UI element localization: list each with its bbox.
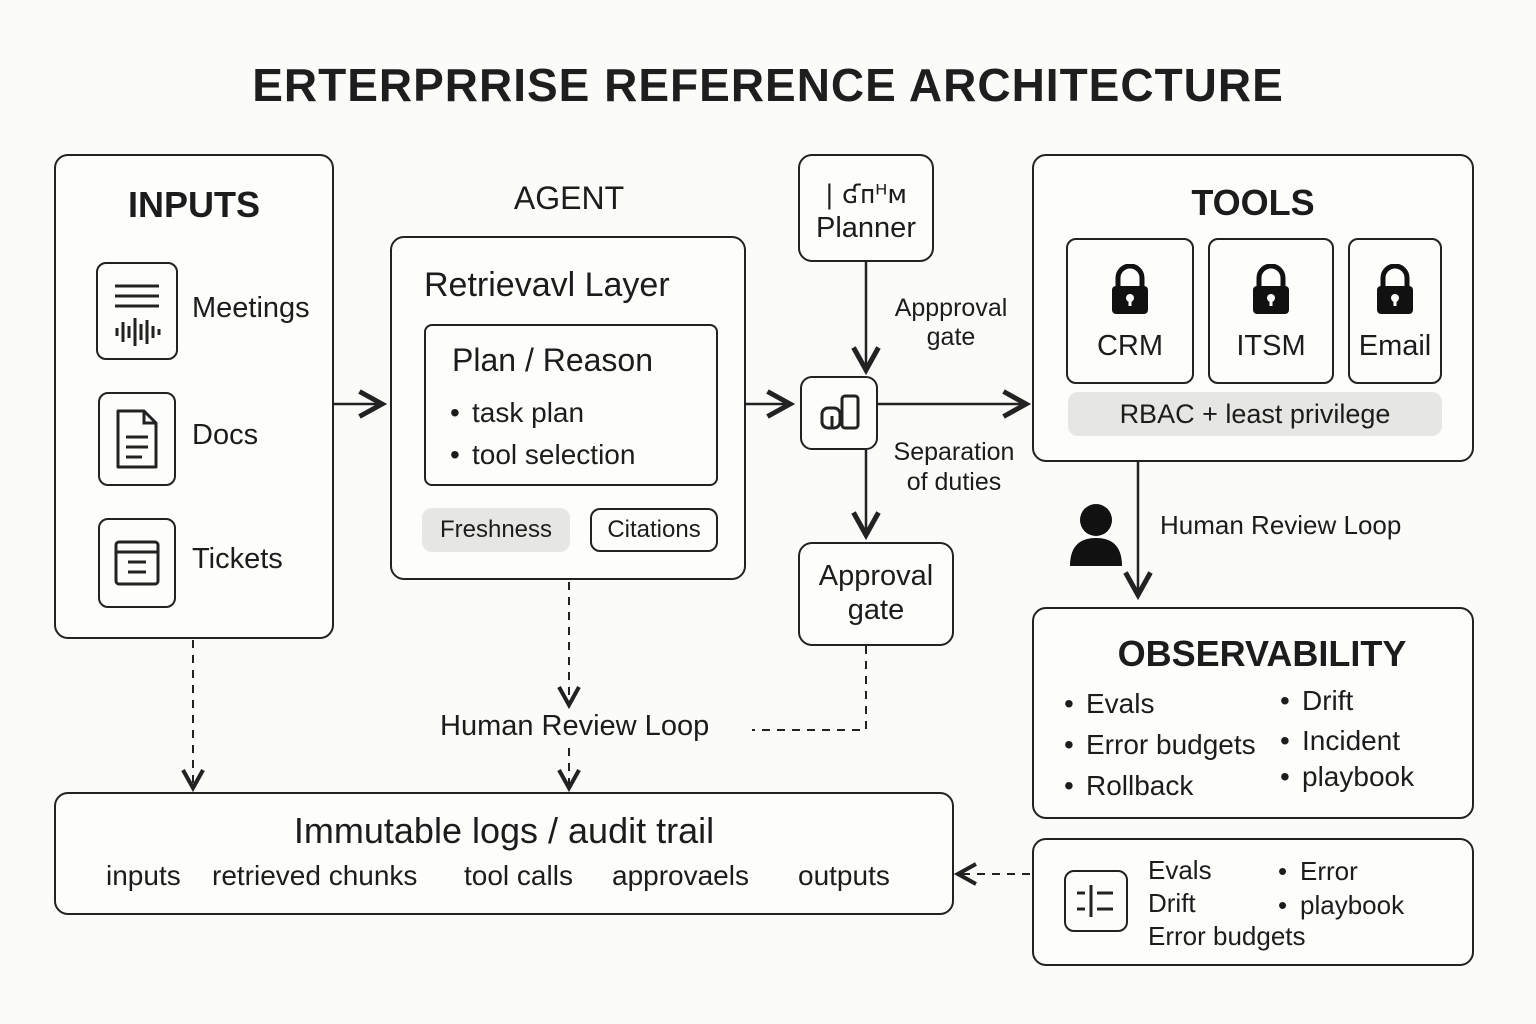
planner-glyphs: | ʛᴨᴴᴍ [824,180,908,210]
tool-crm-label: CRM [1096,330,1164,362]
tool-itsm-label: ITSM [1236,330,1306,362]
planner-box[interactable]: | ʛᴨᴴᴍ Planner [798,154,934,262]
observability-bullet: Error budgets [1064,724,1256,765]
approval-gate-line2: gate [926,323,976,351]
tickets-tile[interactable] [98,518,176,608]
dashboard-line: Error budgets [1148,921,1306,951]
meetings-tile[interactable] [96,262,178,360]
planner-label: Planner [816,212,916,244]
audit-column-inputs: inputs [106,860,181,891]
approval-gate-label-top: Appproval gate [884,294,1018,352]
tool-email[interactable]: Email [1348,238,1442,384]
observability-bullet: Incident [1280,723,1414,759]
rbac-badge: RBAC + least privilege [1068,392,1442,436]
dashboard-tile[interactable] [1064,870,1128,932]
observability-left-bullets: Evals Error budgets Rollback [1064,683,1256,806]
observability-panel: OBSERVABILITY Evals Error budgets Rollba… [1032,607,1474,819]
citations-chip[interactable]: Citations [590,508,718,552]
inputs-panel: INPUTS Meetings Docs [54,154,334,639]
gate-switch-icon [820,394,860,430]
dashboard-panel: Evals Drift Error budgets Error playbook [1032,838,1474,966]
plan-reason-box: Plan / Reason task plan tool selection [424,324,718,486]
agent-heading: AGENT [513,180,625,216]
approval-gate-box[interactable]: Approval gate [798,542,954,646]
audit-trail-panel: Immutable logs / audit trail inputs retr… [54,792,954,915]
dashboard-left-text: Evals Drift Error budgets [1148,854,1306,953]
plan-bullet: task plan [450,392,635,434]
dashboard-right-bullets: Error playbook [1278,854,1404,922]
observability-bullet-continuation: playbook [1280,759,1414,795]
approval-gate-line1: Appproval [894,294,1008,322]
tool-crm[interactable]: CRM [1066,238,1194,384]
docs-label: Docs [192,419,259,451]
approval-gate-box-line2: gate [847,594,905,626]
plan-reason-title: Plan / Reason [452,342,654,378]
dashboard-icon [1077,885,1113,917]
audit-trail-title: Immutable logs / audit trail [293,810,715,851]
audit-column-approvals: approvaels [612,860,749,891]
separation-of-duties-label: Separation of duties [886,437,1022,497]
audit-column-outputs: outputs [798,860,890,891]
audit-column-tool-calls: tool calls [464,860,573,891]
tool-email-label: Email [1358,330,1432,362]
ticket-icon [114,540,160,586]
person-icon [1070,504,1122,566]
observability-right-bullets: Drift Incident playbook [1280,683,1414,795]
dashboard-line: Evals [1148,855,1212,885]
document-icon [116,409,158,469]
audit-column-retrieved-chunks: retrieved chunks [212,860,418,891]
dashboard-line: Drift [1148,888,1196,918]
retrieval-layer-panel: Retrievavl Layer Plan / Reason task plan… [390,236,746,580]
dashboard-bullet: playbook [1278,888,1404,922]
separation-line1: Separation [893,438,1015,466]
dashed-approval-to-review [752,646,867,731]
freshness-chip[interactable]: Freshness [422,508,570,552]
retrieval-layer-title: Retrievavl Layer [424,266,670,304]
observability-bullet: Rollback [1064,765,1256,806]
tools-panel: TOOLS CRM ITSM Email RBAC + least privil… [1032,154,1474,462]
observability-bullet: Evals [1064,683,1256,724]
diagram-title: ERTERPRRISE REFERENCE ARCHITECTURE [252,59,1284,111]
tools-heading: TOOLS [1191,182,1315,223]
plan-bullets: task plan tool selection [450,392,635,476]
meetings-label: Meetings [192,292,310,324]
observability-bullet: Drift [1280,683,1414,719]
lock-icon [1377,264,1413,314]
lock-icon [1112,264,1148,314]
lock-icon [1253,264,1289,314]
tickets-label: Tickets [192,543,283,575]
gate-node[interactable] [800,376,878,450]
separation-line2: of duties [906,468,1002,496]
dashboard-bullet: Error [1278,854,1404,888]
meeting-waveform-icon [115,284,161,346]
inputs-heading: INPUTS [127,184,260,225]
docs-tile[interactable] [98,392,176,486]
approval-gate-box-line1: Approval [818,560,934,592]
tool-itsm[interactable]: ITSM [1208,238,1334,384]
human-review-loop-center: Human Review Loop [440,710,710,742]
plan-bullet: tool selection [450,434,635,476]
observability-heading: OBSERVABILITY [1117,633,1407,674]
human-review-loop-right: Human Review Loop [1160,510,1402,540]
